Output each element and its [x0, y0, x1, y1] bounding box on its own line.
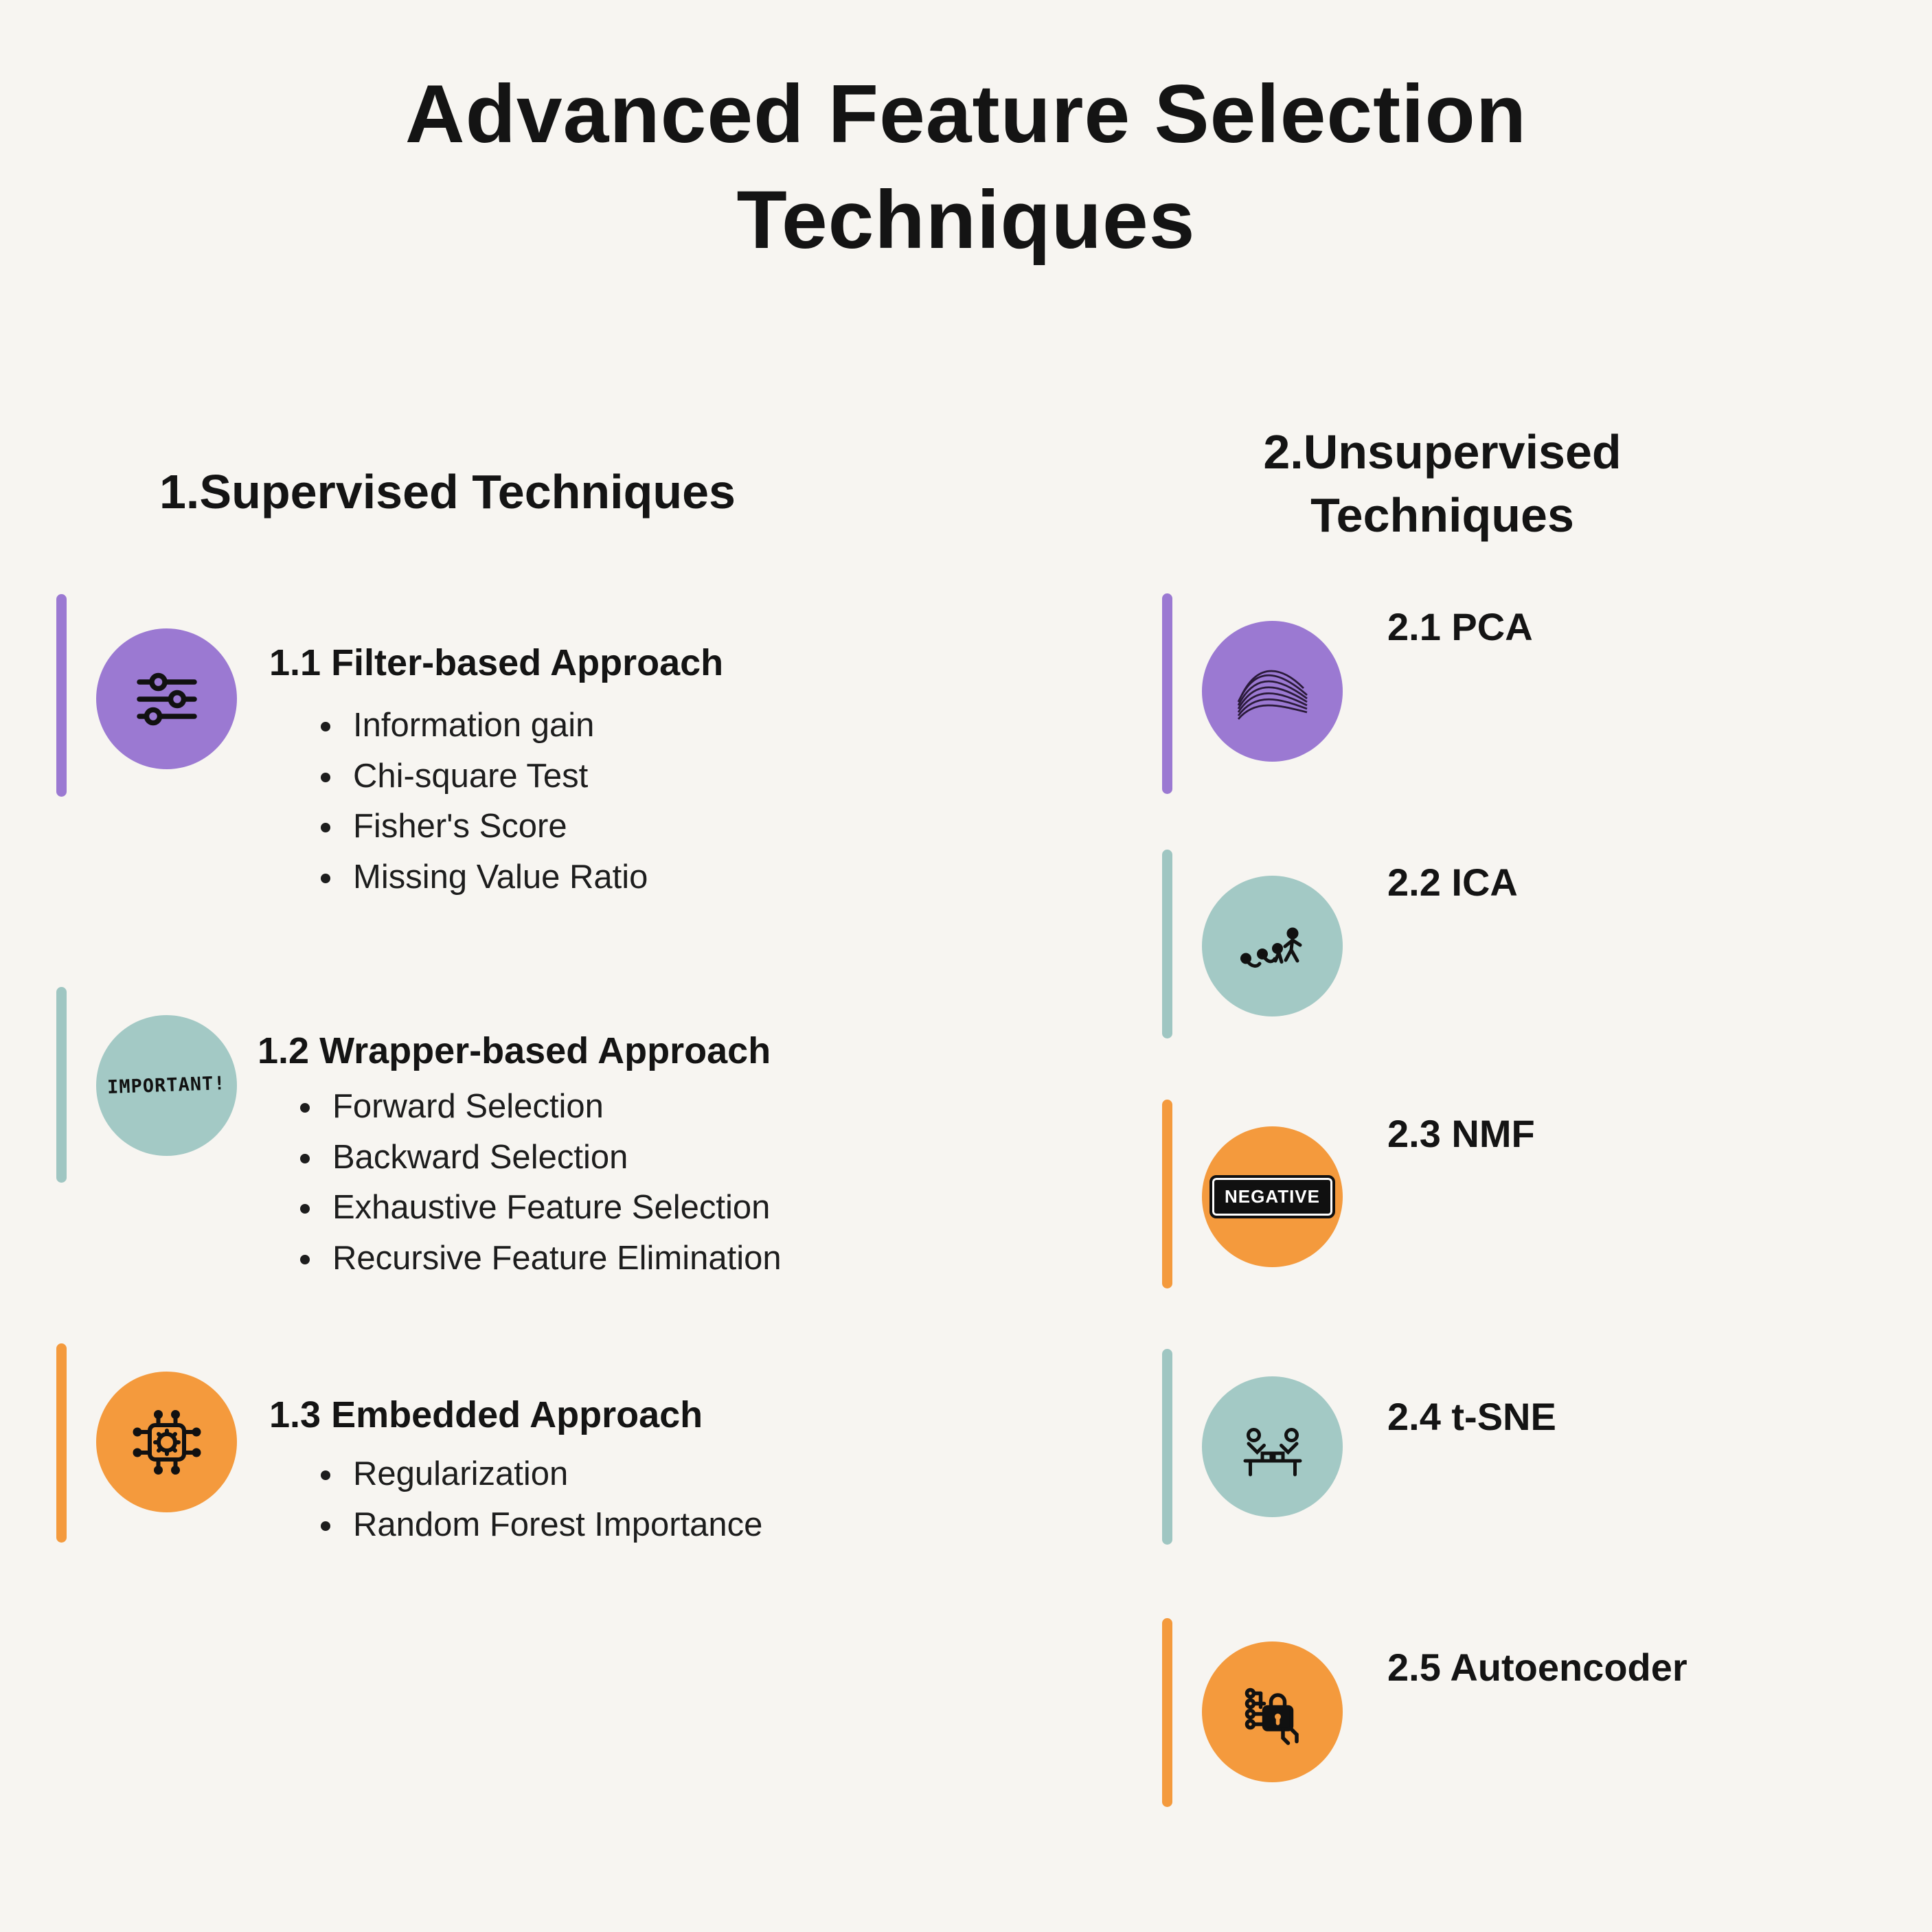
unsupervised-heading-line1: 2.Unsupervised — [1263, 425, 1622, 479]
accent-bar-tsne — [1162, 1349, 1172, 1545]
section-heading-wrapper: 1.2 Wrapper-based Approach — [258, 1030, 771, 1071]
accent-bar-filter — [56, 594, 67, 797]
filter-icon-circle — [96, 628, 237, 769]
wave-mesh-icon — [1237, 670, 1308, 720]
page-title-line1: Advanced Feature Selection — [405, 68, 1527, 160]
lock-circuit-icon — [1245, 1687, 1299, 1745]
autoencoder-icon-circle — [1202, 1641, 1343, 1782]
accent-bar-autoencoder — [1162, 1618, 1172, 1807]
chip-circuit-icon — [133, 1409, 201, 1475]
page-title-line2: Techniques — [736, 173, 1196, 266]
accent-bar-ica — [1162, 850, 1172, 1038]
page-title: Advanced Feature Selection Techniques — [0, 62, 1932, 273]
bullet-item: Random Forest Importance — [345, 1500, 762, 1551]
filter-bullet-list: Information gain Chi-square Test Fisher'… — [302, 701, 648, 902]
bullet-item: Recursive Feature Elimination — [324, 1234, 782, 1284]
pca-label: 2.1 PCA — [1387, 605, 1533, 648]
nmf-label: 2.3 NMF — [1387, 1112, 1535, 1155]
embedded-bullet-list: Regularization Random Forest Importance — [302, 1449, 762, 1550]
unsupervised-heading: 2.Unsupervised Techniques — [1140, 420, 1745, 547]
ica-label: 2.2 ICA — [1387, 861, 1518, 904]
important-label-icon: IMPORTANT! — [106, 1072, 227, 1099]
unsupervised-heading-line2: Techniques — [1310, 488, 1574, 543]
pca-icon-circle — [1202, 621, 1343, 762]
wrapper-icon-circle: IMPORTANT! — [96, 1015, 237, 1156]
bullet-item: Exhaustive Feature Selection — [324, 1183, 782, 1234]
supervised-heading: 1.Supervised Techniques — [159, 465, 736, 519]
bullet-item: Regularization — [345, 1449, 762, 1500]
accent-bar-nmf — [1162, 1100, 1172, 1288]
wrapper-bullet-list: Forward Selection Backward Selection Exh… — [282, 1082, 782, 1284]
accent-bar-pca — [1162, 593, 1172, 794]
bullet-item: Missing Value Ratio — [345, 852, 648, 903]
sliders-filter-icon — [136, 672, 197, 725]
accent-bar-embedded — [56, 1343, 67, 1543]
section-heading-embedded: 1.3 Embedded Approach — [269, 1394, 703, 1435]
embedded-icon-circle — [96, 1372, 237, 1512]
section-heading-filter: 1.1 Filter-based Approach — [269, 642, 724, 683]
accent-bar-wrapper — [56, 987, 67, 1183]
bullet-item: Fisher's Score — [345, 802, 648, 852]
nmf-icon-circle: NEGATIVE — [1202, 1126, 1343, 1267]
autoencoder-label: 2.5 Autoencoder — [1387, 1646, 1687, 1689]
bullet-item: Information gain — [345, 701, 648, 751]
negative-badge-icon: NEGATIVE — [1209, 1175, 1335, 1218]
people-meeting-icon — [1243, 1427, 1302, 1476]
tsne-icon-circle — [1202, 1376, 1343, 1517]
bullet-item: Forward Selection — [324, 1082, 782, 1133]
bullet-item: Chi-square Test — [345, 751, 648, 802]
evolution-figures-icon — [1240, 927, 1302, 968]
bullet-item: Backward Selection — [324, 1133, 782, 1183]
ica-icon-circle — [1202, 876, 1343, 1016]
tsne-label: 2.4 t-SNE — [1387, 1395, 1556, 1438]
